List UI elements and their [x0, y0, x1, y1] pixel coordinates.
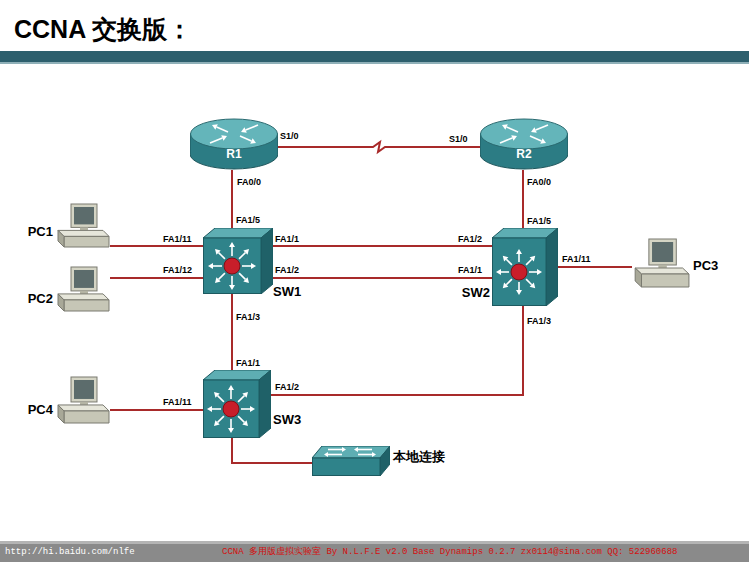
ethernet-link [110, 277, 203, 279]
pc-icon: PC4 [55, 376, 110, 424]
multilayer-switch: SW1 [203, 228, 273, 294]
port-label: FA1/3 [527, 316, 551, 326]
ethernet-link [110, 245, 203, 247]
port-label: FA1/2 [275, 265, 299, 275]
ethernet-link [273, 277, 492, 279]
device-name: 本地连接 [393, 449, 445, 464]
ethernet-link [522, 170, 524, 228]
device-name: R2 [516, 147, 531, 162]
footer-credit: CCNA 多用版虚拟实验室 By N.L.F.E v2.0 Base Dynam… [222, 546, 677, 558]
device-name: SW1 [273, 284, 301, 299]
pc-icon-shape [632, 238, 690, 288]
device-name: PC1 [28, 224, 53, 239]
router-icon-shape [190, 118, 278, 170]
ethernet-link [273, 245, 492, 247]
multilayer-switch-shape [203, 228, 273, 294]
ethernet-link [110, 409, 203, 411]
pc-icon: PC1 [55, 203, 110, 248]
switch-icon: 本地连接 [312, 446, 390, 476]
pc-icon-shape [55, 203, 110, 248]
device-name: R1 [226, 147, 241, 162]
multilayer-switch-shape [203, 370, 271, 438]
port-label: FA0/0 [527, 177, 551, 187]
device-name: PC3 [693, 258, 718, 273]
ethernet-link [231, 170, 233, 228]
port-label: FA1/2 [275, 382, 299, 392]
port-label: FA1/12 [163, 265, 192, 275]
port-label: S1/0 [280, 131, 299, 141]
port-label: FA1/1 [275, 234, 299, 244]
port-label: FA1/11 [163, 397, 192, 407]
footer-band [0, 541, 749, 562]
device-name: SW3 [273, 412, 301, 427]
port-label: FA1/1 [236, 358, 260, 368]
device-name: SW2 [462, 285, 490, 300]
ethernet-link [271, 306, 523, 395]
port-label: FA1/3 [236, 312, 260, 322]
multilayer-switch-shape [492, 228, 558, 306]
ethernet-link [558, 266, 632, 268]
port-label: S1/0 [449, 134, 468, 144]
port-label: FA1/1 [458, 265, 482, 275]
port-label: FA1/11 [562, 254, 591, 264]
router-icon-shape [480, 118, 568, 170]
port-label: FA1/5 [527, 216, 551, 226]
device-name: PC4 [28, 402, 53, 417]
pc-icon: PC2 [55, 266, 110, 312]
header-band [0, 51, 749, 62]
pc-icon-shape [55, 266, 110, 312]
page-title: CCNA 交换版： [14, 14, 192, 44]
port-label: FA0/0 [237, 177, 261, 187]
footer-highlight [0, 541, 749, 544]
header-ground [0, 0, 749, 50]
header-rule [0, 62, 749, 64]
port-label: FA1/2 [458, 234, 482, 244]
multilayer-switch: SW2 [492, 228, 558, 306]
multilayer-switch: SW3 [203, 370, 271, 438]
device-name: PC2 [28, 291, 53, 306]
pc-icon: PC3 [632, 238, 690, 288]
pc-icon-shape [55, 376, 110, 424]
router-icon: R2 [480, 118, 568, 170]
port-label: FA1/11 [163, 234, 192, 244]
switch-icon-shape [312, 446, 390, 476]
ethernet-link [232, 438, 312, 463]
footer-url: http://hi.baidu.com/nlfe [5, 546, 135, 558]
port-label: FA1/5 [236, 215, 260, 225]
ethernet-link [231, 294, 233, 370]
router-icon: R1 [190, 118, 278, 170]
